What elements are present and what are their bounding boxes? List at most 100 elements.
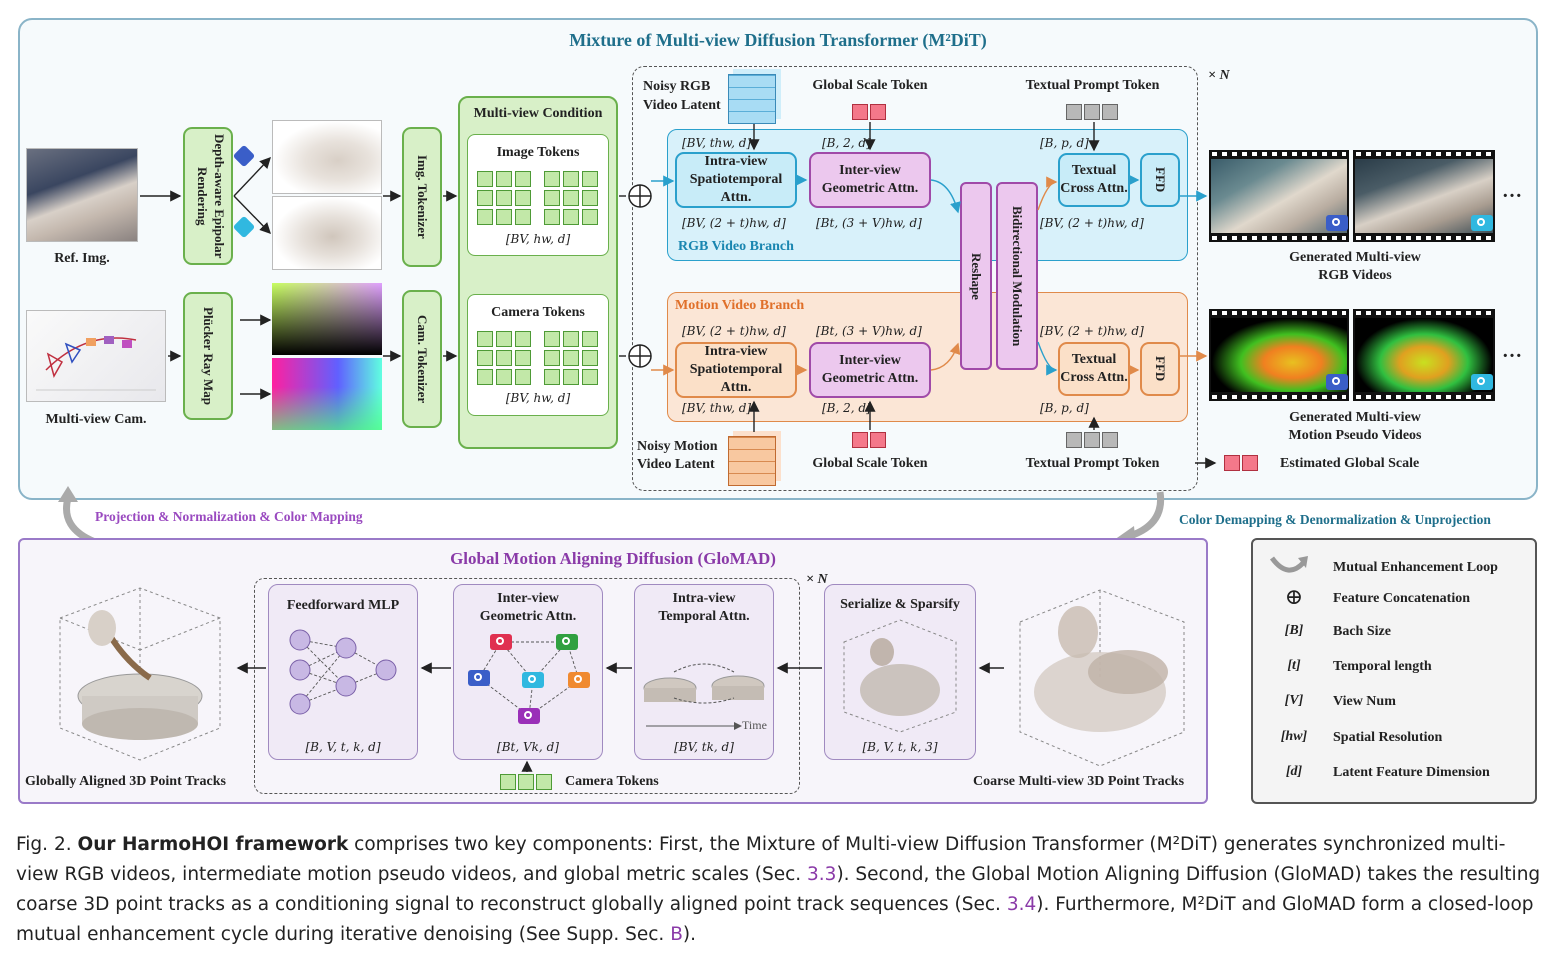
rgb-inter-out-dim: [Bt, (3 + V)hw, d] [816,216,922,230]
glomad-inter-view-title: Inter-view Geometric Attn. [479,591,577,624]
multiview-condition-title: Multi-view Condition [473,106,603,121]
rgb-textual-cross-box: Textual Cross Attn. [1058,153,1130,207]
global-scale-token-top-label: Global Scale Token [812,78,928,93]
noisy-motion-label: Noisy Motion Video Latent [637,439,718,472]
legend-symbol-1: ⊕ [1284,584,1304,609]
legend-symbol-3: [t] [1287,658,1301,673]
depth-epipolar-rendering-box: Depth-aware Epipolar Rendering [183,127,233,265]
camera-tokens-title: Camera Tokens [491,305,585,320]
camera-blue-2-icon [1326,374,1348,390]
caption-part-4: ). [682,924,696,945]
estimated-global-scale-label: Estimated Global Scale [1280,456,1420,471]
motion-branch-label: Motion Video Branch [675,298,805,313]
generated-rgb-frame-1 [1209,150,1349,242]
loop-left-label: Projection & Normalization & Color Mappi… [95,509,363,524]
camera-tokens-dim: [BV, hw, d] [505,391,571,405]
aligned-tracks-label: Globally Aligned 3D Point Tracks [25,774,226,789]
caption-part-3: ). Furthermore, M²DiT and GloMAD form a … [16,894,1534,945]
textual-prompt-token-top [1066,104,1118,120]
rgb-latent-cube-icon [728,74,776,124]
motion-text-in-dim: [BV, (2 + t)hw, d] [1040,324,1144,338]
camera-orange-icon [568,672,590,688]
rendered-view-2 [272,196,382,270]
estimated-scale-token [1224,455,1258,471]
legend-symbol-5: [hw] [1280,729,1308,744]
temporal-bowls-image [643,663,765,730]
camera-green-icon [556,634,578,650]
figure-caption: Fig. 2. Our HarmoHOI framework comprises… [16,830,1544,950]
legend-text-3: Temporal length [1333,659,1432,674]
rgb-in-dim: [BV, thw, d] [682,136,752,150]
caption-part-1: comprises two key components: First, the… [16,834,1506,885]
rgb-ffd-out-dim: [BV, (2 + t)hw, d] [1040,216,1144,230]
glomad-title: Global Motion Aligning Diffusion (GloMAD… [450,549,776,568]
rgb-intra-view-box: Intra-view Spatiotemporal Attn. [675,152,797,208]
rendered-view-1 [272,120,382,194]
m2dit-repeat-label: × N [1208,68,1230,83]
legend-text-4: View Num [1333,694,1396,709]
motion-intra-view-box: Intra-view Spatiotemporal Attn. [675,342,797,398]
camera-purple-icon [518,708,540,724]
top-connectors [140,122,1217,469]
noisy-rgb-label: Noisy RGB Video Latent [643,79,721,113]
legend-text-1: Feature Concatenation [1333,591,1470,606]
glomad-intra-dim: [BV, tk, d] [674,740,734,754]
bidirectional-modulation-box: Bidirectional Modulation [996,182,1038,370]
camera-trajectory-icon [36,336,156,391]
generated-motion-frame-1 [1209,309,1349,401]
camera-cyan-2-icon [1471,374,1493,390]
mutual-loop-icon [1269,556,1308,573]
image-token-grid-1 [477,171,531,225]
m2dit-repeat-block [632,66,1198,491]
bottom-connectors [236,662,1004,772]
loop-right-label: Color Demapping & Denormalization & Unpr… [1179,512,1491,527]
global-scale-token-top [852,104,886,120]
glomad-intra-view-box [634,584,774,760]
motion-latent-cube-icon [728,436,776,486]
img-tokenizer-box: Img. Tokenizer [402,127,442,267]
caption-fig-number: Fig. 2. [16,834,72,855]
legend-text-0: Mutual Enhancement Loop [1333,560,1498,575]
motion-ellipsis: … [1502,340,1522,362]
reference-image [26,148,138,242]
bottom-camera-tokens [500,774,552,790]
image-tokens-title: Image Tokens [496,145,580,160]
plucker-ray-map-box: Plücker Ray Map [183,292,233,420]
camera-token-grid-1 [477,331,531,385]
caption-ref-2-link[interactable]: 3.4 [1006,894,1037,915]
legend-symbol-2: [B] [1284,623,1304,638]
generated-motion-label: Generated Multi-view Motion Pseudo Video… [1288,410,1422,443]
camera-cyan-icon [1471,215,1493,231]
sparse-points-image [843,619,957,733]
ref-img-label: Ref. Img. [54,251,110,266]
plucker-map-2 [272,358,382,430]
legend-text-5: Spatial Resolution [1333,730,1443,745]
camera-lightblue-icon [522,672,544,688]
serialize-dim: [B, V, t, k, 3] [862,740,938,754]
textual-prompt-top-label: Textual Prompt Token [1025,78,1160,93]
glomad-inter-dim: [Bt, Vk, d] [497,740,559,754]
concat-symbols [628,184,652,368]
global-scale-token-bottom [852,432,886,448]
camera-red-icon [490,634,512,650]
textual-prompt-bottom-label: Textual Prompt Token [1025,456,1160,471]
m2dit-title: Mixture of Multi-view Diffusion Transfor… [569,30,987,50]
coarse-point-tracks-image [1019,589,1185,767]
rgb-ffd-box: FFD [1140,153,1180,207]
rgb-text-dim: [B, p, d] [1040,136,1089,150]
caption-ref-1-link[interactable]: 3.3 [807,864,837,885]
legend-text-6: Latent Feature Dimension [1333,765,1490,780]
reshape-box: Reshape [960,182,992,370]
feedforward-dim: [B, V, t, k, d] [305,740,381,754]
legend-panel [1251,538,1537,804]
caption-ref-3-link[interactable]: B [670,924,683,945]
generated-rgb-label: Generated Multi-view RGB Videos [1289,250,1421,283]
rgb-intra-out-dim: [BV, (2 + t)hw, d] [682,216,786,230]
motion-latent-dim: [BV, thw, d] [682,401,752,415]
motion-intra-in-dim: [BV, (2 + t)hw, d] [682,324,786,338]
feedforward-title: Feedforward MLP [286,598,400,613]
bottom-camera-tokens-label: Camera Tokens [565,774,659,789]
rgb-ellipsis: … [1502,180,1522,202]
global-scale-token-bottom-label: Global Scale Token [812,456,928,471]
rgb-branch-label: RGB Video Branch [678,239,794,254]
